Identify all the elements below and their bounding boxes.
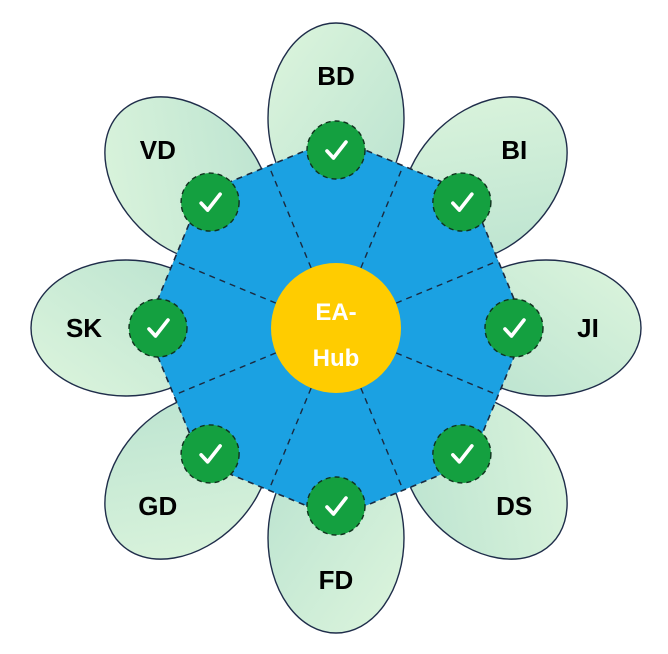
- check-badge-gd: [180, 424, 240, 484]
- check-badge-circle: [306, 120, 366, 180]
- spoke-line: [395, 352, 499, 396]
- petal-label: FD: [319, 565, 354, 595]
- check-badge-ds: [432, 424, 492, 484]
- check-badge-bi: [432, 172, 492, 232]
- spoke-line: [173, 260, 277, 304]
- petal-label: BI: [501, 135, 527, 165]
- check-icon: [325, 496, 348, 516]
- petal-label: SK: [66, 313, 102, 343]
- check-badge-circle: [128, 298, 188, 358]
- check-badge-bd: [306, 120, 366, 180]
- spoke-line: [268, 165, 312, 269]
- check-badge-sk: [128, 298, 188, 358]
- check-icon: [325, 140, 348, 160]
- spoke-line: [268, 387, 312, 491]
- spoke-layer: [173, 165, 499, 491]
- check-badge-fd: [306, 476, 366, 536]
- check-badge-circle: [180, 172, 240, 232]
- spoke-line: [395, 260, 499, 304]
- check-badge-ji: [484, 298, 544, 358]
- spoke-line: [360, 165, 404, 269]
- petal-label: BD: [317, 61, 355, 91]
- hub-circle: [271, 263, 401, 393]
- ea-hub-node[interactable]: EA- Hub: [271, 263, 401, 393]
- check-icon: [503, 318, 526, 338]
- check-icon: [147, 318, 170, 338]
- check-badge-circle: [180, 424, 240, 484]
- check-badge-vd: [180, 172, 240, 232]
- check-icon: [451, 192, 474, 212]
- check-badge-circle: [306, 476, 366, 536]
- badge-layer: [128, 120, 544, 536]
- check-icon: [451, 444, 474, 464]
- petal-label: VD: [140, 135, 176, 165]
- hub-label-line1: EA-: [315, 299, 356, 326]
- spoke-line: [173, 352, 277, 396]
- check-badge-circle: [432, 424, 492, 484]
- hub-label-line2: Hub: [313, 345, 360, 372]
- spoke-line: [360, 387, 404, 491]
- check-badge-circle: [484, 298, 544, 358]
- check-icon: [199, 444, 222, 464]
- check-badge-circle: [432, 172, 492, 232]
- petal-label: JI: [577, 313, 599, 343]
- petal-label: DS: [496, 491, 532, 521]
- petal-label: GD: [138, 491, 177, 521]
- check-icon: [199, 192, 222, 212]
